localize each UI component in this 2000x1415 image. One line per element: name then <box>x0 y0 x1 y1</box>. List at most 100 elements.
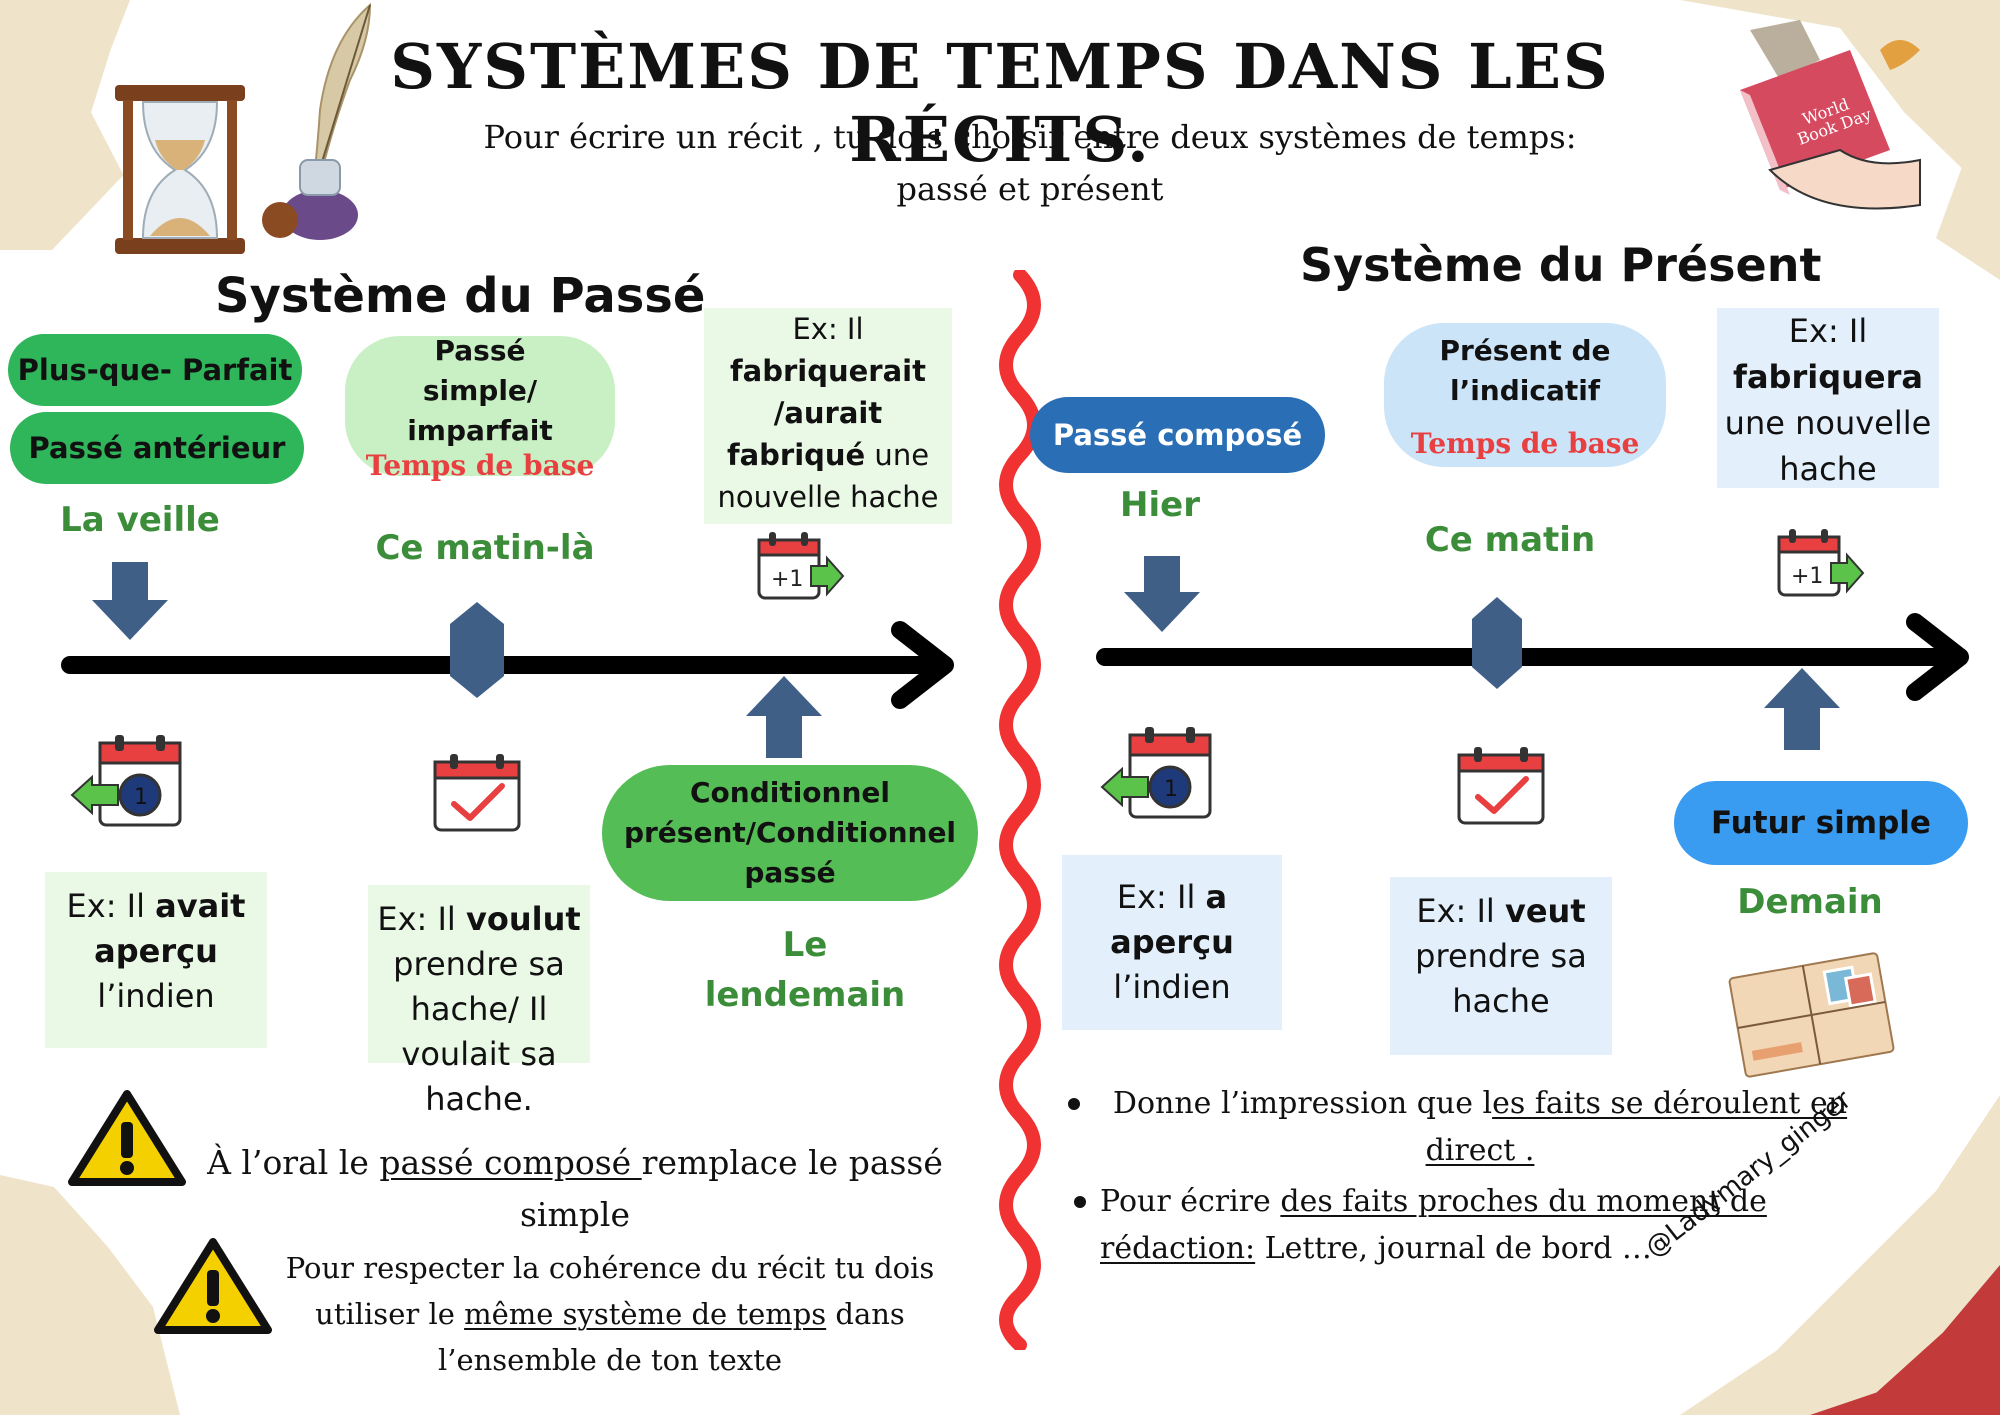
present-future-example-line-1: Ex: Il <box>1788 312 1868 350</box>
past-calendar-plus-label: +1 <box>771 567 803 592</box>
present-example-2-b: veut <box>1504 892 1586 930</box>
passe-simple-line-3: imparfait <box>407 414 553 447</box>
bullet-proches-a: Pour écrire <box>1100 1184 1281 1219</box>
calendar-plus-one-icon: +1 <box>757 532 845 600</box>
present-calendar-minus-label: 1 <box>1164 777 1178 802</box>
coherence-warning-c: même système de temps <box>464 1297 827 1331</box>
ce-matin-la-marker-icon <box>450 602 504 698</box>
present-indicatif-line-1: Présent de <box>1439 334 1611 367</box>
past-example-2-f: hache. <box>425 1080 533 1118</box>
past-example-1-c: aperçu <box>94 932 218 970</box>
warning-icon <box>68 1090 186 1186</box>
past-example-2-b: voulut <box>465 900 581 938</box>
le-lendemain-label: Le lendemain <box>690 920 920 1020</box>
subtitle-line-2: passé et présent <box>896 170 1164 208</box>
present-example-2-c: prendre sa <box>1415 937 1587 975</box>
past-future-example-line-1: Ex: Il <box>792 312 864 346</box>
present-example-1-box: Ex: Il a aperçu l’indien <box>1062 855 1282 1030</box>
plus-que-parfait-label: Plus-que- Parfait <box>17 353 293 387</box>
oral-warning-b: passé composé <box>379 1143 642 1182</box>
past-future-example-box: Ex: Il fabriquerait /aurait fabriqué une… <box>704 308 952 524</box>
ce-matin-label: Ce matin <box>1424 520 1596 560</box>
present-calendar-plus-label: +1 <box>1791 564 1823 589</box>
plus-que-parfait-pill: Plus-que- Parfait <box>8 334 302 406</box>
past-example-2-d: hache/ Il <box>410 990 548 1028</box>
bullet-direct-text: Donne l’impression que les faits se déro… <box>1100 1080 1860 1174</box>
present-future-example-line-3: une nouvelle <box>1724 404 1932 442</box>
oral-warning-d: simple <box>520 1195 630 1234</box>
calendar-plus-one-icon: +1 <box>1777 529 1865 597</box>
passe-compose-pill: Passé composé <box>1030 397 1325 473</box>
bullet-direct-a: Donne l’impression que l <box>1112 1086 1493 1121</box>
past-example-2-box: Ex: Il voulut prendre sa hache/ Il voula… <box>368 885 590 1118</box>
present-future-example-line-4: hache <box>1779 450 1877 488</box>
bullet-proches-c: rédaction: <box>1100 1231 1256 1266</box>
hier-label: Hier <box>1120 485 1200 525</box>
le-lendemain-line-2: lendemain <box>704 975 906 1015</box>
present-temps-de-base: Temps de base <box>1410 427 1640 460</box>
la-veille-label: La veille <box>60 500 220 540</box>
present-example-2-box: Ex: Il veut prendre sa hache <box>1390 877 1612 1055</box>
warning-icon <box>154 1238 272 1334</box>
corner-paper-bottom-left <box>0 1175 180 1415</box>
present-indicatif-line-2: l’indicatif <box>1449 374 1601 407</box>
oral-warning-c: remplace le passé <box>641 1143 943 1182</box>
passe-simple-line-2: simple/ <box>422 374 538 407</box>
past-future-example-line-4: fabriqué <box>726 438 866 472</box>
coherence-warning-e: l’ensemble de ton texte <box>437 1343 783 1377</box>
passe-anterieur-label: Passé antérieur <box>28 431 286 465</box>
past-example-1-box: Ex: Il avait aperçu l’indien <box>45 872 267 1048</box>
oral-warning-a: À l’oral le <box>207 1143 380 1182</box>
calendar-check-icon <box>1457 747 1545 825</box>
wavy-divider <box>999 270 1041 1350</box>
past-future-example-line-5: une <box>865 438 930 472</box>
demain-label: Demain <box>1737 882 1883 922</box>
present-timeline <box>1096 613 1969 701</box>
present-indicatif-pill: Présent de l’indicatif Temps de base <box>1384 323 1666 467</box>
present-example-2-a: Ex: Il <box>1416 892 1505 930</box>
bullet-dot-icon <box>1068 1098 1080 1110</box>
hourglass-icon <box>115 85 245 254</box>
futur-simple-pill: Futur simple <box>1674 781 1968 865</box>
bullet-direct-c: direct . <box>1425 1133 1535 1168</box>
bullet-proches-text: Pour écrire des faits proches du moment … <box>1100 1178 1860 1272</box>
past-example-1-a: Ex: Il <box>66 887 156 925</box>
bullet-direct-b: es faits se déroulent en <box>1492 1086 1848 1121</box>
ce-matin-la-label: Ce matin-là <box>375 528 595 568</box>
ce-matin-marker-icon <box>1472 597 1522 689</box>
past-future-example-line-6: nouvelle hache <box>717 480 939 514</box>
past-heading: Système du Passé <box>215 268 706 324</box>
past-timeline <box>61 621 954 709</box>
subtitle-line-1: Pour écrire un récit , tu dois choisir e… <box>483 118 1577 156</box>
conditionnel-line-3: passé <box>744 856 836 889</box>
past-calendar-minus-label: 1 <box>134 785 148 810</box>
bullet-dot-icon <box>1074 1196 1086 1208</box>
conditionnel-line-2: présent/Conditionnel <box>623 816 957 849</box>
calendar-previous-day-icon: 1 <box>70 735 182 827</box>
le-lendemain-line-1: Le <box>782 925 828 965</box>
coherence-warning-text: Pour respecter la cohérence du récit tu … <box>270 1245 950 1383</box>
present-future-example-line-2: fabriquera <box>1733 358 1923 396</box>
past-temps-de-base: Temps de base <box>365 449 595 482</box>
past-example-2-a: Ex: Il <box>377 900 466 938</box>
bullet-proches-d: Lettre, journal de bord … <box>1255 1231 1652 1266</box>
futur-simple-label: Futur simple <box>1711 805 1931 841</box>
past-future-example-line-3: /aurait <box>773 396 883 430</box>
coherence-warning-d: dans <box>826 1297 905 1331</box>
demain-arrow-icon <box>1764 668 1840 750</box>
past-example-2-e: voulait sa <box>401 1035 557 1073</box>
le-lendemain-arrow-icon <box>746 676 822 758</box>
page-title: SYSTÈMES DE TEMPS DANS LES RÉCITS. <box>390 30 1610 176</box>
oral-warning-text: À l’oral le passé composé remplace le pa… <box>200 1137 950 1241</box>
coherence-warning-b: utiliser le <box>315 1297 465 1331</box>
passe-simple-pill: Passé simple/ imparfait Temps de base <box>345 334 615 481</box>
quill-ink-icon <box>262 2 372 240</box>
coherence-warning-a: Pour respecter la cohérence du récit tu … <box>285 1251 935 1285</box>
present-example-1-a: Ex: Il <box>1116 878 1206 916</box>
past-future-example-line-2: fabriquerait <box>730 354 926 388</box>
conditionnel-pill: Conditionnel présent/Conditionnel passé <box>602 765 978 901</box>
calendar-check-icon <box>433 754 521 832</box>
passe-simple-line-1: Passé <box>434 334 526 367</box>
present-future-example-box: Ex: Il fabriquera une nouvelle hache <box>1717 308 1939 488</box>
past-example-2-c: prendre sa <box>393 945 565 983</box>
